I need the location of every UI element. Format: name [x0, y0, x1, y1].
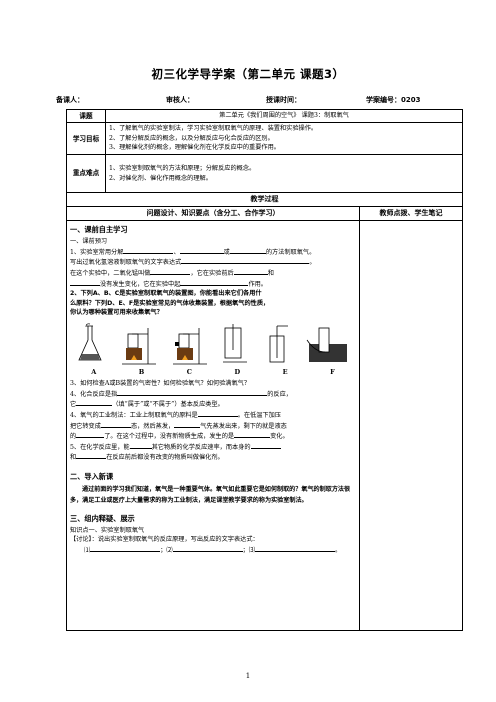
question-3: 3、如何检查A或B装置的气密性？如何检验氧气？如何验满氧气？	[70, 380, 251, 388]
process-heading: 教学过程	[66, 192, 463, 208]
topic-label: 课题	[66, 108, 106, 124]
topic-value: 第二单元《我们周围的空气》 课题3：制取氧气	[105, 108, 463, 124]
apparatus-c-icon	[172, 328, 207, 365]
goals-label: 学习目标	[66, 122, 106, 156]
goals-cell: 1、了解氧气的实验室制法，学习实验室制取氧气的原理、装置和实验操作。 2、了解分…	[105, 122, 463, 156]
apparatus-f-icon	[306, 327, 347, 363]
column-left-header: 问题设计、知识要点（含分工、合作学习）	[66, 206, 360, 222]
section2-heading: 二、导入新课	[70, 472, 114, 482]
content-cell: 一、课前自主学习 一、课前预习 1、实验室常用分解、或的方法制取氧气。 写出过氧…	[66, 220, 360, 632]
column-right-header: 教师点拨、学生笔记	[359, 206, 463, 222]
preparer-label: 备课人：	[56, 96, 84, 104]
discussion-prompt: 【讨论】：说出实验室制取氧气的反应原理，写出反应的文字表达式：	[70, 536, 259, 544]
page-number: 1	[245, 672, 251, 680]
key-label: 重点难点	[66, 154, 106, 194]
question-5: 4、氧气的工业制法：工业上制取氧气的原料是。在低温下加压	[70, 411, 281, 419]
key-item: 1、实验室制取氧气的方法和原理；分解反应的概念。	[109, 164, 256, 172]
reaction-blanks: ⑴；⑵；⑶。	[84, 547, 342, 555]
section3-heading: 三、组内释疑、展示	[70, 513, 135, 523]
question-6: 5、在化学反应里，能其它物质的化学反应速率，而本身的	[70, 442, 356, 453]
notes-column	[359, 220, 463, 632]
document-title: 初三化学导学案（第二单元 课题3）	[151, 67, 345, 81]
goal-item: 2、了解分解反应的概念，以及分解反应与化合反应的区别。	[109, 134, 274, 142]
goal-item: 3、理解催化剂的概念，理解催化剂在化学反应中的重要作用。	[109, 144, 280, 152]
number-label: 学案编号：0203	[366, 96, 421, 104]
lesson-table: 课题 第二单元《我们周围的空气》 课题3：制取氧气 学习目标 1、了解氧气的实验…	[66, 108, 463, 632]
time-label: 授课时间：	[266, 96, 301, 104]
reviewer-label: 审核人：	[166, 96, 194, 104]
apparatus-d-icon	[223, 324, 248, 363]
apparatus-b-icon	[121, 328, 156, 365]
key-item: 2、对催化剂、催化作用概念的理解。	[109, 174, 212, 182]
question-2: 2、下列A、B、C是实验室制取氧气的装置图，你能看出来它们各用什	[70, 290, 262, 298]
section2-text: 通过前面的学习我们知道，氧气是一种重要气体。氧气如此重要它是如何制取的？氧气的制…	[70, 486, 351, 505]
key-cell: 1、实验室制取氧气的方法和原理；分解反应的概念。 2、对催化剂、催化作用概念的理…	[105, 154, 463, 194]
apparatus-figures	[70, 320, 356, 366]
section1-sub: 一、课前预习	[70, 238, 108, 246]
section1-heading: 一、课前自主学习	[70, 225, 128, 235]
apparatus-a-icon	[78, 323, 102, 361]
apparatus-e-icon	[269, 325, 288, 363]
question-1: 1、实验室常用分解、或的方法制取氧气。	[70, 248, 316, 256]
goal-item: 1、了解氧气的实验室制法，学习实验室制取氧气的原理、装置和实验操作。	[109, 125, 318, 133]
knowledge-point: 知识点一、实验室制取氧气	[70, 526, 145, 534]
question-4: 4、化合反应是指的反应，	[70, 390, 292, 398]
